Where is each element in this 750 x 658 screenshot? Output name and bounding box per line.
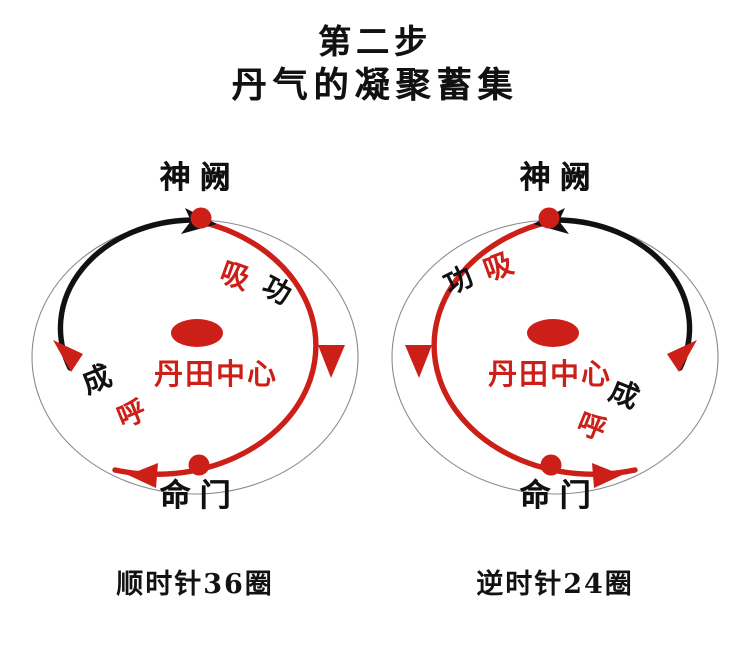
label-exhale-right: 呼 [572,406,610,447]
arrowhead-red-left-left-diagram [53,340,83,372]
diagram-clockwise: 神阙 吸 功 丹田中心 [15,140,375,540]
red-circulation-arc-left [112,218,319,478]
black-circulation-arc-right [556,217,693,371]
dantian-center-marker-left [171,319,223,347]
acupoint-label-mingmen-left: 命门 [159,478,240,514]
label-dantian-center-left: 丹田中心 [154,357,278,391]
diagram-counterclockwise: 神阙 功 吸 丹田中心 成 呼 [375,140,735,540]
acupoint-dot-shenque-right [538,207,560,229]
mirrored-loop-group [405,208,697,488]
acupoint-label-shenque-right: 神阙 [519,160,600,196]
acupoint-dot-shenque-left [190,207,212,229]
caption-clockwise: 顺时针36圈 [116,569,274,600]
title-line-1: 第二步 [318,22,432,61]
acupoint-label-shenque-left: 神阙 [159,160,240,196]
dantian-center-marker-right [527,319,579,347]
acupoint-dot-mingmen-right [540,454,562,476]
arrowhead-red-right-left-diagram [318,345,345,378]
qi-circulation-svg-left: 吸 功 丹田中心 成 呼 [31,207,359,495]
label-dantian-center-right: 丹田中心 [488,357,612,391]
label-exhale-left: 呼 [112,393,150,434]
label-cheng-left: 成 [77,358,117,400]
red-circulation-arc-right [431,218,638,478]
title-line-2: 丹气的凝聚蓄集 [231,65,519,107]
acupoint-dot-mingmen-left [188,454,210,476]
arrowhead-red-left-right-diagram [405,345,432,378]
arrowhead-red-bottom-left-diagram [128,463,158,488]
page-title: 第二步 丹气的凝聚蓄集 [0,22,750,108]
black-circulation-arc-left [57,217,194,371]
caption-counterclockwise: 逆时针24圈 [476,569,634,600]
arrowhead-red-right-right-diagram [667,340,697,372]
arrowhead-red-bottom-right-diagram [592,463,622,488]
label-inhale-left: 吸 [216,255,255,297]
qi-circulation-svg-right: 功 吸 丹田中心 成 呼 [391,207,719,495]
acupoint-label-mingmen-right: 命门 [519,478,600,514]
